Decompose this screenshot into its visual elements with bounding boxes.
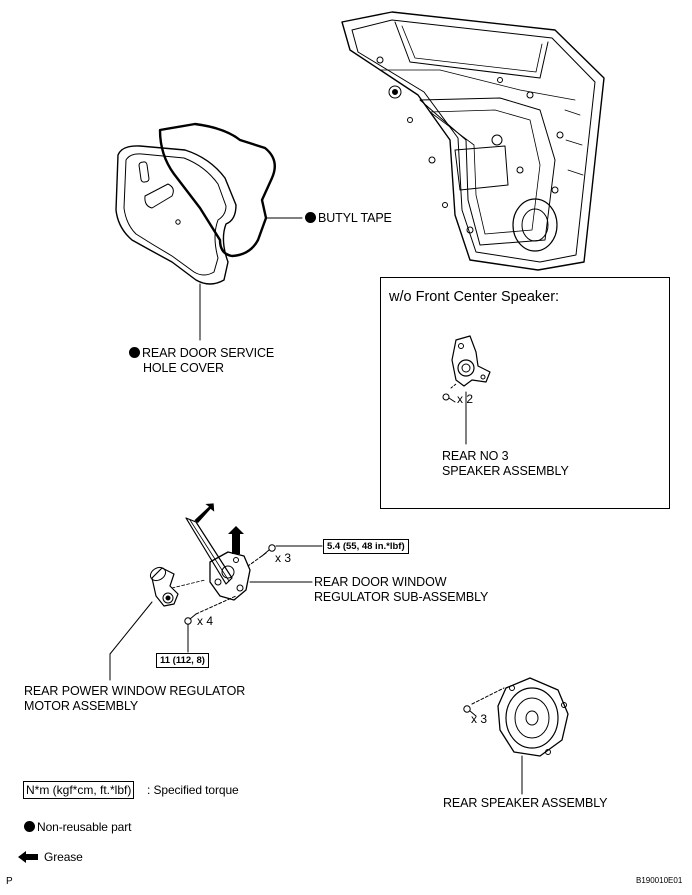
grease-arrow-markers — [194, 503, 244, 554]
legend-grease-arrow — [18, 851, 38, 863]
service-hole-cover — [115, 145, 237, 285]
regulator-upper-bolts — [247, 544, 323, 567]
label-service-cover-line1: REAR DOOR SERVICE — [142, 346, 275, 360]
inset-frame-no-center-speaker — [380, 277, 670, 509]
label-no3-line2: SPEAKER ASSEMBLY — [442, 464, 569, 478]
figure-id: B190010E01 — [636, 876, 683, 885]
nonreusable-legend-dot-icon — [24, 821, 35, 832]
label-motor-line1: REAR POWER WINDOW REGULATOR — [24, 684, 246, 698]
regulator-lower-bolts — [184, 595, 237, 653]
motor-leader-diagonal — [109, 601, 153, 655]
rear-door-panel — [341, 11, 605, 271]
window-regulator-assembly — [185, 517, 251, 601]
nonreusable-dot-icon — [305, 212, 316, 223]
qty-no3-screws: x 2 — [457, 392, 474, 406]
label-regulator-line1: REAR DOOR WINDOW — [314, 575, 447, 589]
no3-screws — [442, 383, 457, 403]
window-regulator-motor — [149, 566, 206, 607]
inset-title: w/o Front Center Speaker: — [389, 289, 560, 305]
legend-nonreusable-text: Non-reusable part — [37, 820, 132, 834]
legend-nonreusable: Non-reusable part — [24, 820, 131, 835]
legend-torque-unit-box: N*m (kgf*cm, ft.*lbf) — [23, 781, 135, 799]
torque-box-regulator-bolts: 5.4 (55, 48 in.*lbf) — [323, 539, 409, 554]
label-regulator-line2: REGULATOR SUB-ASSEMBLY — [314, 590, 489, 604]
speaker-screws — [463, 687, 505, 717]
legend-grease: Grease — [44, 850, 83, 864]
label-service-cover-line2: HOLE COVER — [143, 361, 224, 375]
label-service-hole-cover: REAR DOOR SERVICE — [129, 346, 274, 361]
label-butyl-tape-text: BUTYL TAPE — [318, 211, 392, 225]
label-no3-line1: REAR NO 3 — [442, 449, 509, 463]
label-butyl-tape: BUTYL TAPE — [305, 211, 392, 226]
torque-box-lower-bolts: 11 (112, 8) — [156, 653, 209, 668]
qty-top-bolts: x 3 — [275, 551, 292, 565]
footer-left-mark: P — [6, 876, 13, 887]
label-rear-speaker: REAR SPEAKER ASSEMBLY — [443, 796, 608, 810]
legend-torque-text: : Specified torque — [147, 783, 239, 797]
rear-speaker-assembly — [497, 677, 569, 757]
nonreusable-dot-icon — [129, 347, 140, 358]
rear-no3-speaker-assembly — [451, 335, 491, 387]
label-motor-line2: MOTOR ASSEMBLY — [24, 699, 139, 713]
butyl-tape-outline — [158, 122, 276, 258]
qty-speaker-screws: x 3 — [471, 712, 488, 726]
qty-lower-bolts: x 4 — [197, 614, 214, 628]
